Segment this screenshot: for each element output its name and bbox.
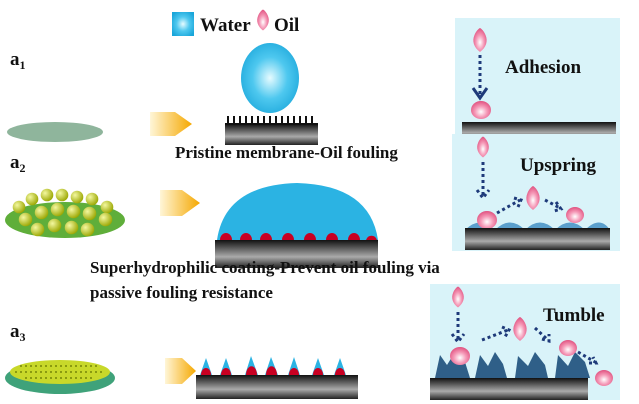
legend: Water Oil [172, 9, 299, 36]
row-label-a3: a3 [10, 321, 26, 344]
membrane-bar [465, 228, 610, 250]
panel-title-tumble: Tumble [543, 305, 605, 326]
water-droplet [241, 43, 299, 113]
comb-membrane [225, 116, 318, 145]
water-legend-icon [172, 12, 194, 36]
caption-pristine: Pristine membrane-Oil fouling [175, 143, 398, 162]
row-label-a2: a2 [10, 152, 26, 175]
panel-title-upspring: Upspring [520, 155, 597, 176]
arrow-icon [150, 112, 192, 136]
dotted-arrow-icon [450, 312, 466, 345]
superhydrophilic-coating-disc [5, 188, 125, 238]
water-legend-label: Water [200, 15, 251, 36]
caption-superhydrophilic-line1: Superhydrophilic coating-Prevent oil fou… [90, 258, 440, 277]
panel-tumble: Tumble [430, 284, 620, 400]
adhered-oil-droplet [471, 101, 491, 119]
oil-legend-icon [257, 9, 269, 31]
spiked-membrane [196, 356, 358, 399]
panel-upspring: Upspring [452, 134, 620, 251]
pristine-membrane-disc [7, 122, 103, 142]
membrane-bar [430, 378, 588, 400]
panel-title-adhesion: Adhesion [505, 57, 581, 78]
panel-adhesion: Adhesion [455, 18, 620, 145]
caption-superhydrophilic-line2: passive fouling resistance [90, 283, 273, 302]
arrow-icon [160, 190, 200, 216]
oil-legend-label: Oil [274, 15, 299, 36]
hierarchical-coating-disc [5, 360, 115, 394]
arrow-icon [165, 358, 196, 384]
row-label-a1: a1 [10, 49, 26, 72]
water-layer-membrane [215, 183, 378, 268]
